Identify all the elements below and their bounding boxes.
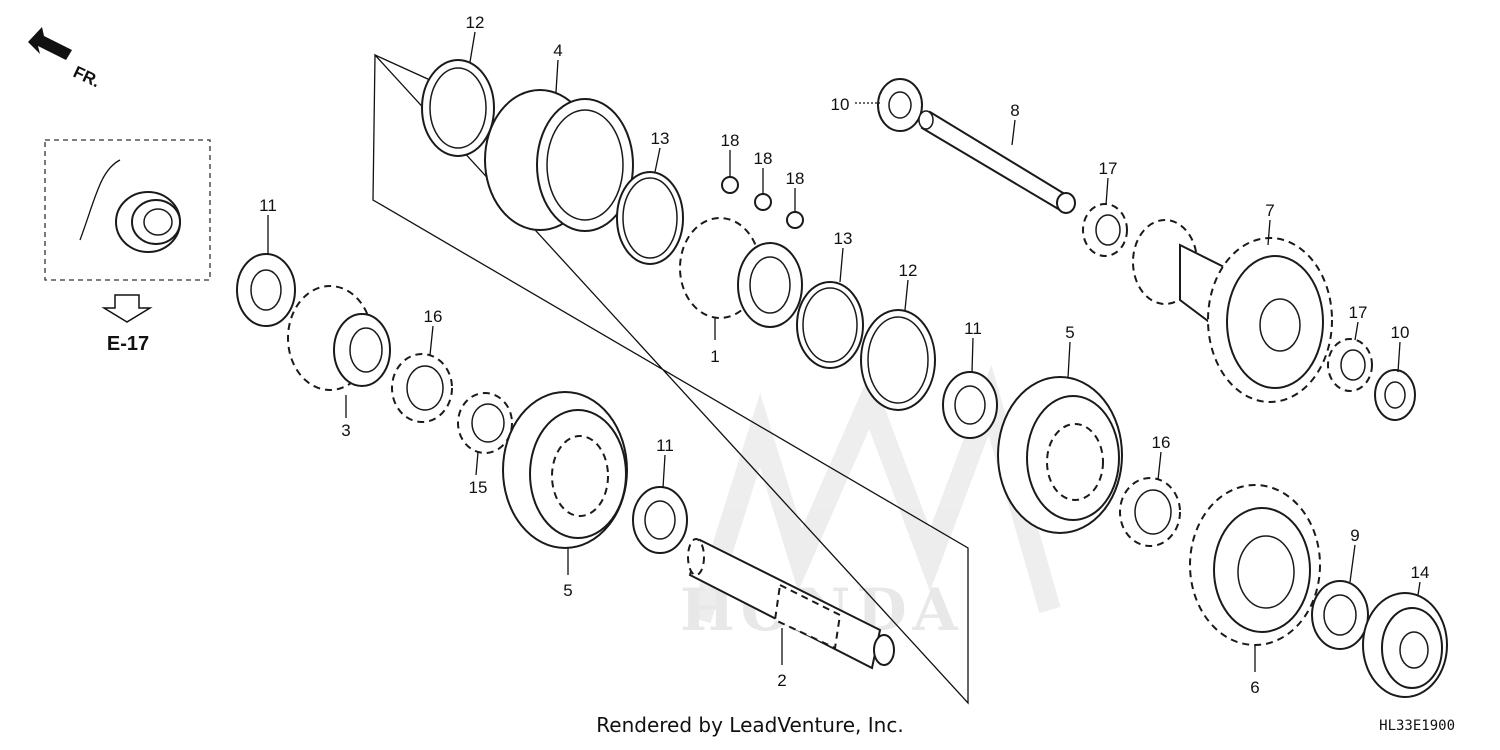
honda-watermark: HONDA: [680, 364, 1061, 644]
reference-label: E-17: [107, 333, 149, 355]
callout-14: 14: [1411, 563, 1430, 582]
assembly-group-outline: [372, 53, 969, 705]
callout-17: 17: [1099, 159, 1118, 178]
callout-5: 5: [563, 581, 572, 600]
callout-13: 13: [834, 229, 853, 248]
callout-11: 11: [964, 319, 982, 338]
down-arrow-icon: [101, 294, 153, 323]
callout-13: 13: [651, 129, 670, 148]
part-11-washer: [236, 253, 296, 327]
callout-8: 8: [1010, 101, 1019, 120]
leader-lines: [267, 31, 1421, 672]
callout-16: 16: [1152, 433, 1171, 452]
part-9-washer: [1311, 580, 1369, 650]
callout-10: 10: [1391, 323, 1410, 342]
reference-inset-box: [44, 139, 211, 281]
callout-9: 9: [1350, 526, 1359, 545]
callout-3: 3: [341, 421, 350, 440]
callout-18: 18: [721, 131, 740, 150]
part-12-snap-ring: [860, 309, 936, 411]
part-5-gear: [997, 376, 1123, 534]
credit-text: Rendered by LeadVenture, Inc.: [596, 713, 903, 737]
drawing-code: HL33E1900: [1379, 718, 1455, 734]
part-12-snap-ring: [421, 59, 495, 157]
part-10-washer: [877, 78, 923, 132]
part-15-needle-bearing: [457, 392, 513, 454]
part-14-ball-bearing: [1362, 592, 1448, 698]
callout-5: 5: [1065, 323, 1074, 342]
callout-12: 12: [899, 261, 918, 280]
part-16-needle-bearing: [391, 353, 453, 423]
part-4-hub: [484, 89, 634, 232]
part-18-ball: [786, 211, 804, 229]
part-16-needle-bearing: [1119, 477, 1181, 547]
callout-18: 18: [754, 149, 773, 168]
part-7-gear: [1132, 219, 1333, 403]
part-11-washer: [942, 371, 998, 439]
callout-17: 17: [1349, 303, 1368, 322]
front-arrow-icon: [28, 27, 72, 60]
callout-7: 7: [1265, 201, 1274, 220]
callout-4: 4: [553, 41, 562, 60]
part-13-ring: [616, 171, 684, 265]
front-label: FR.: [70, 62, 103, 91]
callout-15: 15: [469, 478, 488, 497]
part-11-washer: [632, 486, 688, 554]
part-18-ball: [721, 176, 739, 194]
part-5-gear: [502, 391, 628, 549]
part-13-ring: [796, 281, 864, 369]
callout-2: 2: [777, 671, 786, 690]
part-17-needle-bearing: [1327, 338, 1373, 392]
inset-bearing: [79, 159, 181, 253]
callout-10: 10: [831, 95, 850, 114]
callout-1: 1: [710, 347, 719, 366]
callout-11: 11: [656, 436, 674, 455]
part-18-ball: [754, 193, 772, 211]
part-8-shaft: [918, 110, 1076, 214]
callout-6: 6: [1250, 678, 1259, 697]
callout-12: 12: [466, 13, 485, 32]
part-1-collar: [679, 217, 803, 328]
part-2-mainshaft: [687, 538, 895, 670]
part-6-gear: [1189, 484, 1321, 646]
part-17-needle-bearing: [1082, 203, 1128, 257]
callout-18: 18: [786, 169, 805, 188]
callout-16: 16: [424, 307, 443, 326]
part-10-washer: [1374, 369, 1416, 421]
callout-11: 11: [259, 196, 277, 215]
part-3-gear: [287, 285, 391, 391]
